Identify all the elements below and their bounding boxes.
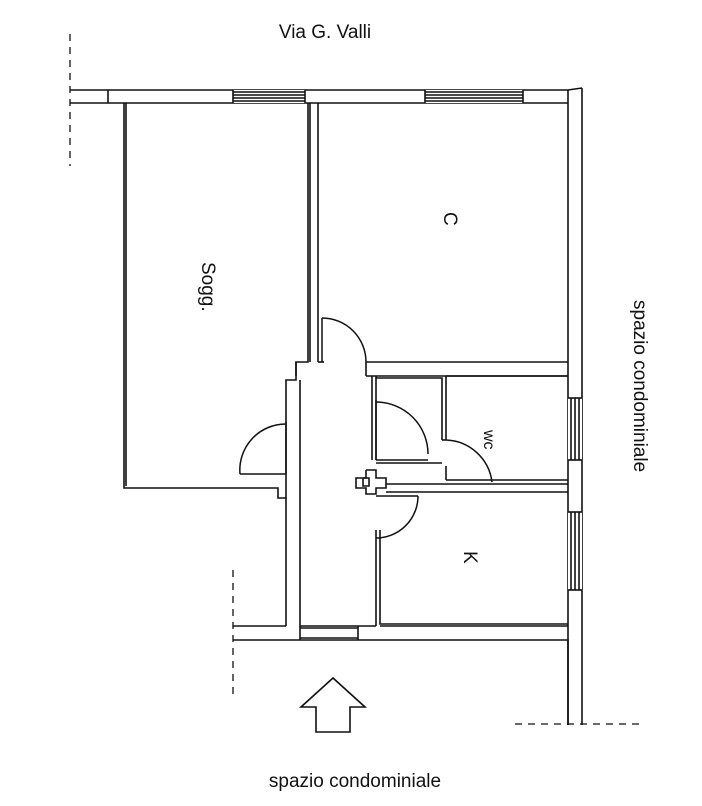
door-swings: [239, 317, 493, 539]
entrance-arrow-icon: [298, 676, 368, 733]
room-label-bedroom: C: [439, 212, 460, 226]
common-space-bottom-label: spazio condominiale: [269, 771, 441, 792]
room-label-kitchen: K: [459, 551, 480, 564]
street-label: Via G. Valli: [279, 22, 371, 43]
common-space-right-label: spazio condominiale: [629, 300, 650, 472]
room-label-living: Sogg.: [197, 262, 218, 312]
room-label-wc: wc: [480, 429, 497, 450]
walls: [69, 34, 642, 725]
